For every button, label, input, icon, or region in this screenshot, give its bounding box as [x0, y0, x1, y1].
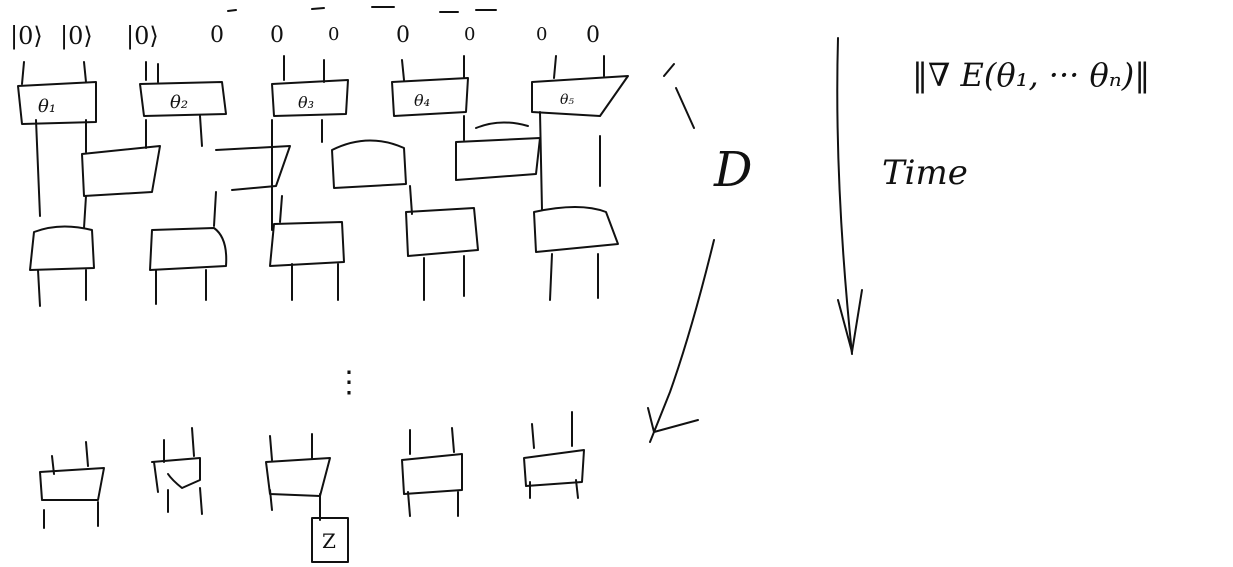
time-axis-line [836, 37, 853, 355]
initial-state-1: |0⟩ [10, 22, 43, 51]
initial-states: |0⟩ |0⟩ |0⟩ 0 0 0 0 0 0 0 [10, 6, 600, 51]
initial-state-9: 0 [536, 24, 547, 45]
initial-state-4: 0 [210, 23, 224, 48]
brick-gate [523, 449, 585, 487]
brick-gate [81, 145, 161, 197]
initial-state-6: 0 [328, 24, 339, 45]
brick-gate [215, 145, 291, 191]
parameter-gates: θ₁ θ₂ θ₃ θ₄ θ₅ [17, 75, 629, 125]
theta-label-4: θ₄ [414, 91, 430, 110]
brick-gate [151, 457, 201, 493]
entangling-layer-1 [81, 121, 541, 197]
layers-ellipsis: ⋮ [334, 365, 364, 400]
depth-arrow [647, 239, 715, 443]
overbar-marks [227, 6, 497, 13]
brick-gate [331, 139, 407, 189]
initial-state-8: 0 [464, 24, 475, 45]
initial-state-2: |0⟩ [60, 22, 93, 51]
time-label: Time [882, 153, 968, 193]
gate-theta-1 [17, 81, 97, 125]
gate-theta-3 [271, 79, 349, 117]
brick-gate [29, 225, 95, 271]
entangling-layer-2 [29, 206, 619, 271]
brick-gate [149, 227, 228, 271]
time-axis-arrowhead [837, 289, 863, 353]
brick-gate [265, 457, 331, 497]
depth-indicator: D [647, 63, 752, 443]
time-axis: Time [836, 37, 968, 355]
depth-label: D [713, 142, 752, 198]
measurement-box [311, 517, 349, 563]
final-layer: Z [39, 411, 585, 563]
initial-state-10: 0 [586, 23, 600, 48]
theta-label-2: θ₂ [170, 92, 188, 113]
brick-gate [269, 221, 345, 267]
brick-gate [533, 206, 619, 253]
gradient-norm-label: ‖∇ E(θ₁, ··· θₙ)‖ [912, 56, 1150, 94]
initial-state-3: |0⟩ [126, 22, 159, 51]
gate-theta-2 [139, 81, 227, 117]
measurement-label: Z [322, 529, 336, 553]
brick-gate [455, 137, 541, 181]
gate-theta-5 [531, 75, 629, 117]
brick-gate [401, 453, 463, 495]
qubit-wires [21, 55, 605, 307]
brick-gate [39, 467, 105, 501]
theta-label-1: θ₁ [38, 96, 56, 117]
initial-state-7: 0 [396, 23, 410, 48]
brick-gate-cap [475, 121, 529, 129]
theta-label-3: θ₃ [298, 93, 314, 112]
gate-theta-4 [391, 77, 469, 117]
brick-gate [405, 207, 479, 257]
initial-state-5: 0 [270, 23, 284, 48]
theta-label-5: θ₅ [560, 92, 574, 108]
